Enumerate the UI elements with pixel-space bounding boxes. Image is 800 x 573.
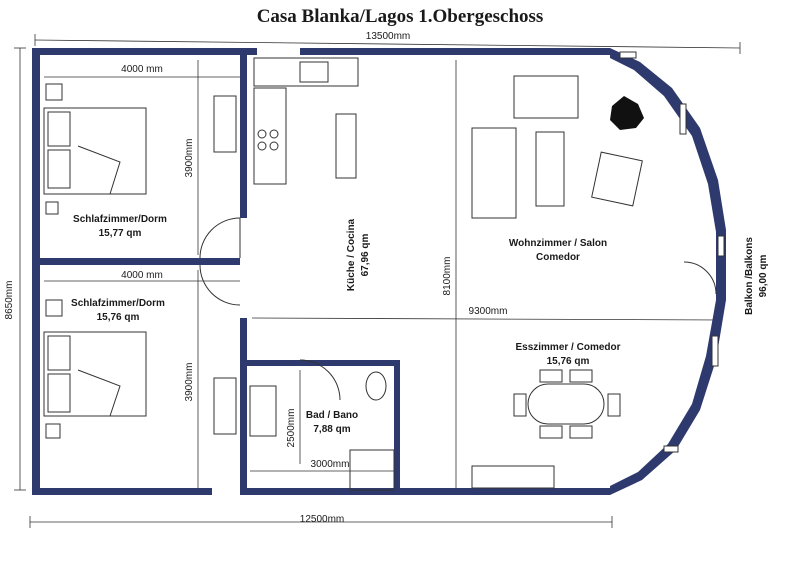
dim-living-width: 9300mm [469, 306, 508, 317]
dim-bedroom-bottom-height: 3900mm [184, 363, 195, 402]
plan-title: Casa Blanka/Lagos 1.Obergeschoss [256, 6, 544, 27]
dim-left-height: 8650mm [4, 281, 15, 320]
bedroom1-furniture [43, 83, 237, 215]
dining-name: Esszimmer / Comedor [515, 342, 620, 353]
bedroom2-area: 15,76 qm [97, 312, 140, 323]
kitchen-name: Küche / Cocina [346, 218, 357, 291]
balcony-name: Balkon /Balkons [744, 237, 755, 315]
dim-bath-width: 3000mm [311, 459, 350, 470]
bath-name: Bad / Bano [306, 410, 358, 421]
doors [199, 217, 717, 401]
bedroom1-name: Schlafzimmer/Dorm [73, 214, 167, 225]
dim-bottom-width: 12500mm [300, 514, 344, 525]
dim-bedroom-top-width: 4000 mm [121, 64, 163, 75]
living-name: Wohnzimmer / Salon [509, 238, 607, 249]
bath-fixtures [249, 371, 395, 491]
bedroom2-furniture [43, 299, 237, 439]
dim-bedroom-bottom-width: 4000 mm [121, 270, 163, 281]
bath-area: 7,88 qm [313, 424, 350, 435]
dim-kitchen-height: 8100mm [442, 257, 453, 296]
dim-bath-height: 2500mm [286, 409, 297, 448]
living-furniture [471, 75, 644, 219]
bedroom1-area: 15,77 qm [99, 228, 142, 239]
room-labels: Schlafzimmer/Dorm 15,77 qm Schlafzimmer/… [71, 214, 769, 435]
walls [32, 48, 726, 495]
kitchen-area: 67,96 qm [360, 233, 371, 276]
bedroom2-name: Schlafzimmer/Dorm [71, 298, 165, 309]
dim-bedroom-top-height: 3900mm [184, 139, 195, 178]
balcony-windows [619, 51, 725, 453]
living-sub: Comedor [536, 252, 580, 263]
dining-area: 15,76 qm [547, 356, 590, 367]
kitchen-furniture [253, 57, 359, 185]
dimension-labels: 13500mm 12500mm 8650mm 4000 mm 4000 mm 3… [4, 31, 507, 525]
dining-furniture [471, 369, 621, 489]
dim-top-width: 13500mm [366, 31, 410, 42]
balcony-area: 96,00 qm [758, 254, 769, 297]
dimension-lines [14, 34, 741, 528]
